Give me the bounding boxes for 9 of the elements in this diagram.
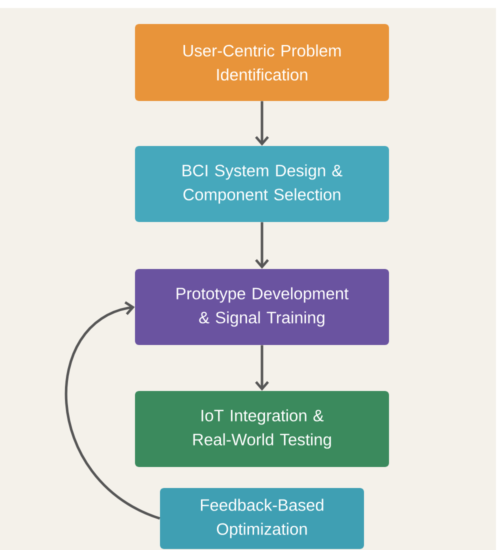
process-box: IoT Integration & Real-World Testing [135,391,389,467]
process-box: User-Centric Problem Identification [135,24,389,101]
arrow [65,301,160,520]
arrow [255,101,269,146]
arrow [255,345,269,391]
arrow [255,222,269,269]
process-box: Prototype Development & Signal Training [135,269,389,345]
process-box: BCI System Design & Component Selection [135,146,389,222]
process-box: Feedback-Based Optimization [160,488,364,549]
